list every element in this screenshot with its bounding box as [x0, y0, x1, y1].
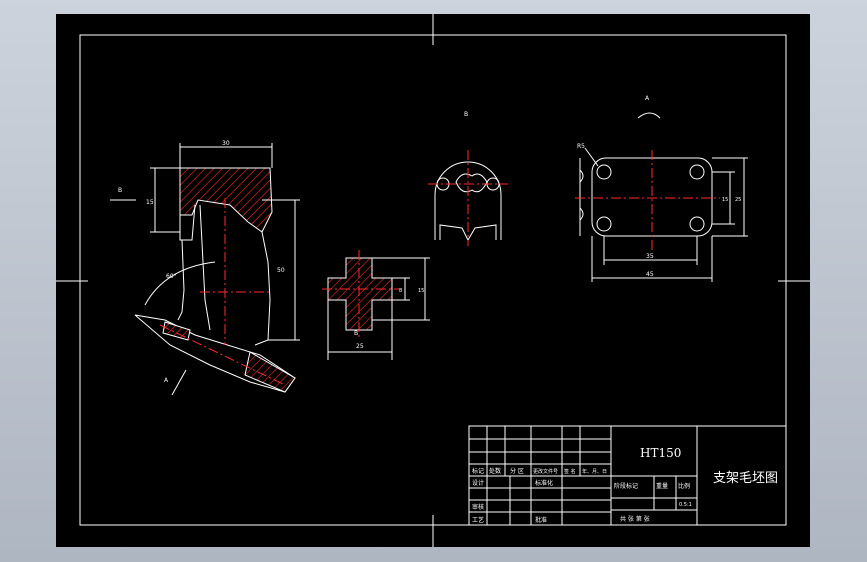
dim-angle: 60°	[166, 273, 177, 280]
view-label-a-left: A	[164, 377, 169, 384]
tb-process: 工艺	[472, 516, 484, 524]
title-block: 标记 处数 分 区 更改文件号 签 名 年、月、日 设计 标准化 审核 工艺 批…	[468, 425, 787, 526]
drawing-sheet	[56, 14, 810, 547]
tb-scale-value: 0.5:1	[679, 502, 692, 508]
tb-sheet-info: 共 张 第 张	[620, 515, 650, 523]
dim-plate-outer: 45	[646, 271, 654, 278]
cross-section-view: 25 8 15 B	[322, 250, 430, 360]
drawing-title: 支架毛坯图	[713, 471, 778, 486]
dim-plate-h-outer: 25	[735, 197, 741, 203]
view-label-b-top: B	[464, 111, 468, 118]
bottom-section-hatch	[244, 351, 296, 393]
centering-marks	[56, 14, 810, 547]
view-label-a-top: A	[645, 95, 650, 102]
cross-section-hatch	[327, 257, 393, 331]
dim-plate-inner: 35	[646, 253, 654, 260]
dim-cross-height: 15	[418, 288, 424, 294]
top-section-hatch	[179, 167, 273, 233]
tb-standardization: 标准化	[535, 479, 553, 487]
a-view: 35 45 15 25 R5 A	[575, 95, 748, 282]
dim-cross-width: 25	[356, 343, 364, 350]
dim-top-width: 30	[222, 140, 230, 147]
tb-count: 处数	[489, 467, 501, 475]
hole-label: R5	[577, 143, 585, 150]
dim-cross-small: 8	[399, 288, 402, 294]
tb-review: 审核	[472, 503, 484, 511]
dim-left-height: 15	[146, 199, 154, 206]
tb-zone: 分 区	[510, 467, 524, 475]
main-view: 30 15 50 60° B A	[110, 140, 300, 396]
tb-mark: 标记	[472, 467, 484, 475]
tb-change-doc: 更改文件号	[533, 468, 558, 475]
tb-weight: 重量	[656, 482, 668, 490]
view-label-b-bottom: B	[354, 330, 358, 337]
tb-design: 设计	[472, 479, 484, 487]
tb-signature: 签 名	[564, 468, 576, 475]
dim-plate-h-inner: 15	[722, 197, 728, 203]
dim-long-height: 50	[277, 267, 285, 274]
view-label-b-left: B	[118, 187, 122, 194]
tb-stage-mark: 阶段标记	[614, 482, 638, 490]
b-view: B	[428, 111, 508, 246]
tb-date: 年、月、日	[582, 468, 607, 475]
tb-approve: 批准	[535, 516, 547, 524]
material-label: HT150	[640, 446, 681, 460]
tb-scale: 比例	[678, 482, 690, 490]
